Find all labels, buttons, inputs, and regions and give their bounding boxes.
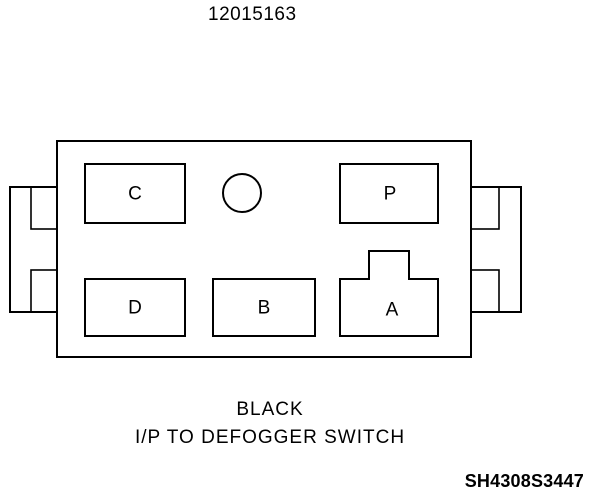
cavity-label-b: B bbox=[257, 297, 271, 319]
left-locking-tab bbox=[9, 186, 59, 313]
figure-reference-code: SH4308S3447 bbox=[464, 471, 584, 491]
cavity-d bbox=[84, 278, 186, 337]
right-locking-tab bbox=[470, 186, 522, 313]
cavity-label-c: C bbox=[128, 183, 142, 205]
alignment-hole bbox=[222, 173, 262, 213]
connector-part-number: 12015163 bbox=[208, 4, 297, 25]
cavity-b bbox=[212, 278, 316, 337]
cavity-a-keyed bbox=[339, 250, 439, 337]
cavity-p bbox=[339, 163, 439, 224]
cavity-label-d: D bbox=[128, 297, 142, 319]
connector-description: I/P TO DEFOGGER SWITCH bbox=[134, 426, 406, 448]
cavity-label-a: A bbox=[385, 299, 399, 321]
cavity-c bbox=[84, 163, 186, 224]
cavity-label-p: P bbox=[383, 183, 397, 205]
connector-caption: BLACK I/P TO DEFOGGER SWITCH bbox=[0, 396, 540, 451]
connector-color: BLACK bbox=[236, 399, 304, 420]
